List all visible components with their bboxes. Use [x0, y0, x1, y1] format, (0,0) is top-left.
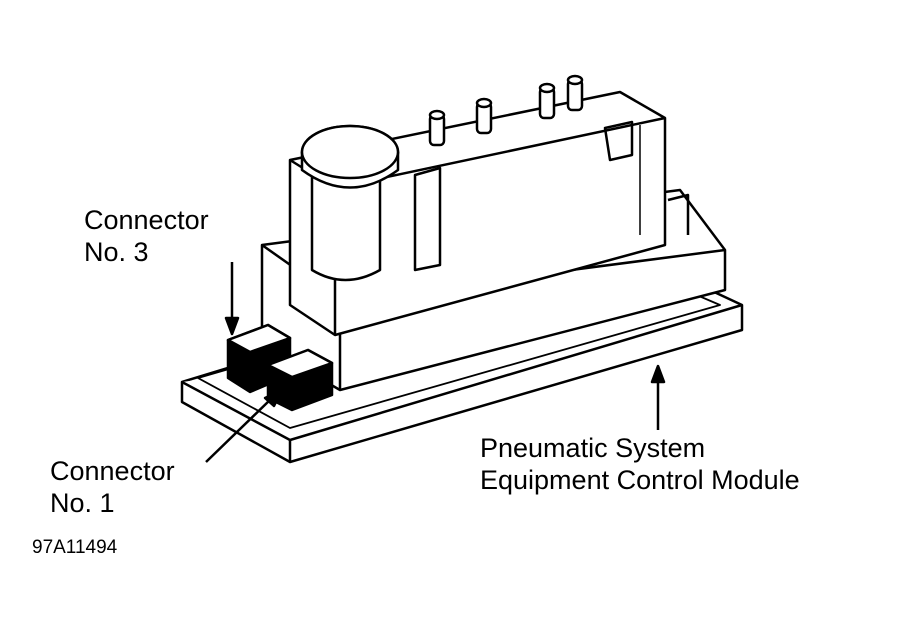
module-label: Pneumatic System Equipment Control Modul…: [480, 432, 800, 496]
label-line: Equipment Control Module: [480, 465, 800, 495]
figure-id: 97A11494: [32, 537, 118, 558]
connector-no-1-label: Connector No. 1: [50, 455, 175, 519]
label-line: Connector: [84, 205, 209, 235]
connector-no-3-label: Connector No. 3: [84, 204, 209, 268]
label-line: Connector: [50, 456, 175, 486]
label-line: No. 3: [84, 237, 149, 267]
label-line: No. 1: [50, 488, 115, 518]
label-line: Pneumatic System: [480, 433, 706, 463]
cylinder-cap: [300, 124, 400, 282]
air-ports: [428, 74, 584, 147]
leader-arrows: [205, 262, 666, 463]
